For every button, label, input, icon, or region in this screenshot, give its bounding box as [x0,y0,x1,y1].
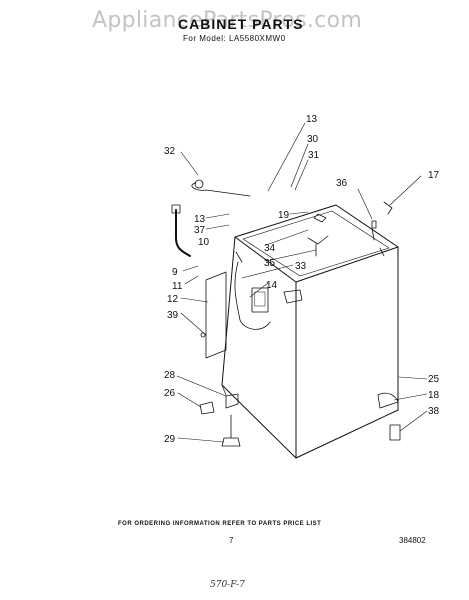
cabinet-bottom-lip [221,384,227,396]
cabinet-front-panel [295,246,399,459]
callout-31: 31 [308,150,320,161]
callout-35: 35 [264,258,276,269]
rear-leg [389,424,401,441]
hinge-clip [383,201,393,215]
callout-9: 9 [172,267,178,278]
page-title: CABINET PARTS [178,16,304,32]
cabinet-top-opening [242,210,390,277]
callout-39: 39 [167,310,179,321]
lid-switch [371,220,377,229]
callout-32: 32 [164,146,176,157]
document-id: 384802 [399,536,426,545]
callout-36: 36 [336,178,348,189]
leader-lines [176,122,428,443]
callout-26: 26 [164,388,176,399]
handwritten-note: 570-F-7 [210,580,245,590]
hose-clamp [171,204,181,214]
side-panel-bracket [205,271,227,359]
wire-harness [234,261,271,330]
grommet [235,251,243,263]
callout-17: 17 [428,170,440,181]
callout-19: 19 [278,210,290,221]
model-label: For Model: LA5580XMW0 [183,34,286,43]
leveling-foot-bracket [199,401,215,415]
callout-33: 33 [295,261,307,272]
page-number: 7 [229,536,234,545]
ordering-note: FOR ORDERING INFORMATION REFER TO PARTS … [118,521,322,527]
drain-hose [175,209,191,257]
mounting-plate [283,289,303,304]
callout-30: 30 [307,134,319,145]
lid-switch-rod [371,227,375,241]
leveling-leg [221,414,241,447]
rear-foot [377,392,399,409]
timer-bracket [251,287,269,313]
timer-switch [254,291,266,307]
callout-12: 12 [167,294,179,305]
power-cord [191,182,251,197]
exploded-parts [171,179,401,447]
watermark: AppliancePartsPros.com [92,8,363,33]
callout-38: 38 [428,406,440,417]
callout-37: 37 [194,225,206,236]
callout-18: 18 [428,390,440,401]
corner-clip [379,247,385,257]
callout-28: 28 [164,370,176,381]
callout-34: 34 [264,243,276,254]
callout-11: 11 [172,281,183,292]
callout-10: 10 [198,237,210,248]
callout-14: 14 [266,280,278,291]
callout-13-left: 13 [194,214,206,225]
callout-13-top: 13 [306,114,318,125]
top-brace [307,235,329,245]
cabinet-internal-parts [234,213,385,330]
callout-29: 29 [164,434,176,445]
cabinet-body [221,204,399,459]
callout-labels: 13 30 31 32 17 36 13 37 10 19 34 35 33 9… [164,114,440,445]
cabinet-side-edge [221,236,297,459]
power-plug [194,179,204,189]
front-leg [225,393,239,409]
screw [200,332,206,338]
callout-25: 25 [428,374,440,385]
lid-hinge [313,213,327,223]
